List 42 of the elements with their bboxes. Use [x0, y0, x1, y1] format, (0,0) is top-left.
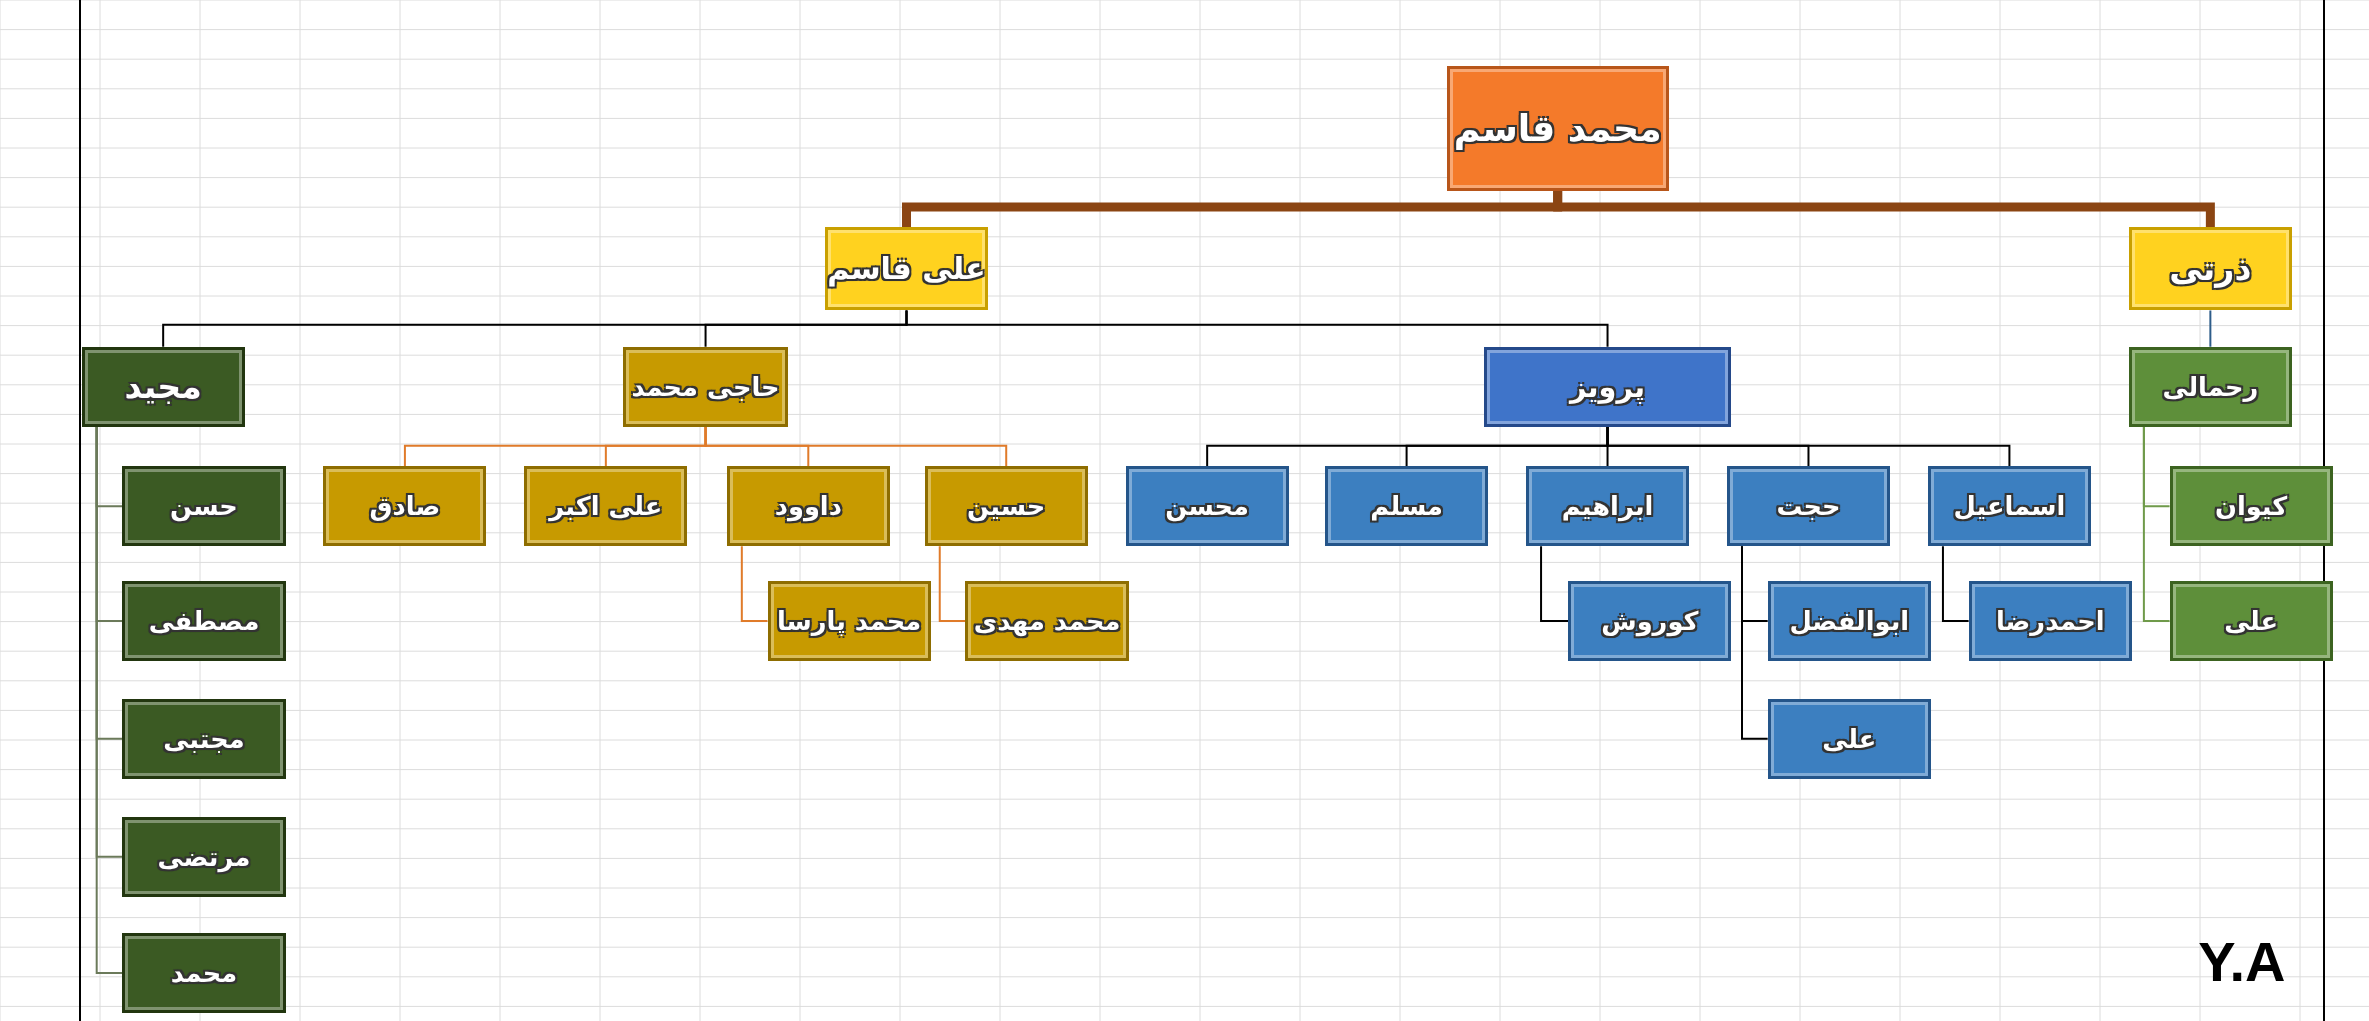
person-box: علی [1767, 698, 1931, 779]
person-box: حسن [122, 466, 286, 547]
connector-line [1553, 191, 2215, 228]
person-box: حاجی محمد [623, 346, 788, 427]
person-box: محمد قاسم [1446, 65, 1669, 192]
connector-line [2209, 309, 2212, 348]
connector-line [2142, 425, 2171, 622]
person-box: علی قاسم [824, 227, 989, 311]
connector-line [905, 309, 1609, 348]
person-box: ابراهیم [1525, 466, 1690, 547]
person-box: ذرتی [2128, 227, 2292, 311]
connector-line [1540, 545, 1570, 622]
person-box: رحمالی [2128, 346, 2292, 427]
connector-line [1206, 425, 1609, 468]
connector-line [403, 425, 707, 468]
connector-line [1741, 545, 1769, 740]
person-box: محمد [122, 932, 286, 1013]
person-box: مجتبی [122, 698, 286, 779]
person-box: مجید [81, 346, 245, 427]
person-box: مرتضی [122, 816, 286, 897]
person-box: حسین [924, 466, 1088, 547]
person-box: احمدرضا [1968, 580, 2132, 661]
connector-line [938, 545, 967, 622]
connector-line [740, 545, 769, 622]
person-box: علی [2169, 580, 2333, 661]
connector-line [95, 425, 124, 974]
person-box: علی اکبر [524, 466, 688, 547]
person-box: محسن [1125, 466, 1289, 547]
person-box: پرویز [1484, 346, 1731, 427]
person-box: کوروش [1568, 580, 1732, 661]
person-box: مسلم [1325, 466, 1489, 547]
person-box: اسماعیل [1927, 466, 2091, 547]
person-box: محمد مهدی [965, 580, 1129, 661]
connector-line [1941, 545, 1970, 622]
person-box: محمد پارسا [767, 580, 931, 661]
person-box: مصطفی [122, 580, 286, 661]
person-box: داوود [726, 466, 890, 547]
signature-text: Y.A [2198, 929, 2286, 995]
person-box: کیوان [2169, 466, 2333, 547]
person-box: صادق [323, 466, 487, 547]
person-box: ابوالفضل [1767, 580, 1931, 661]
person-box: حجت [1726, 466, 1891, 547]
